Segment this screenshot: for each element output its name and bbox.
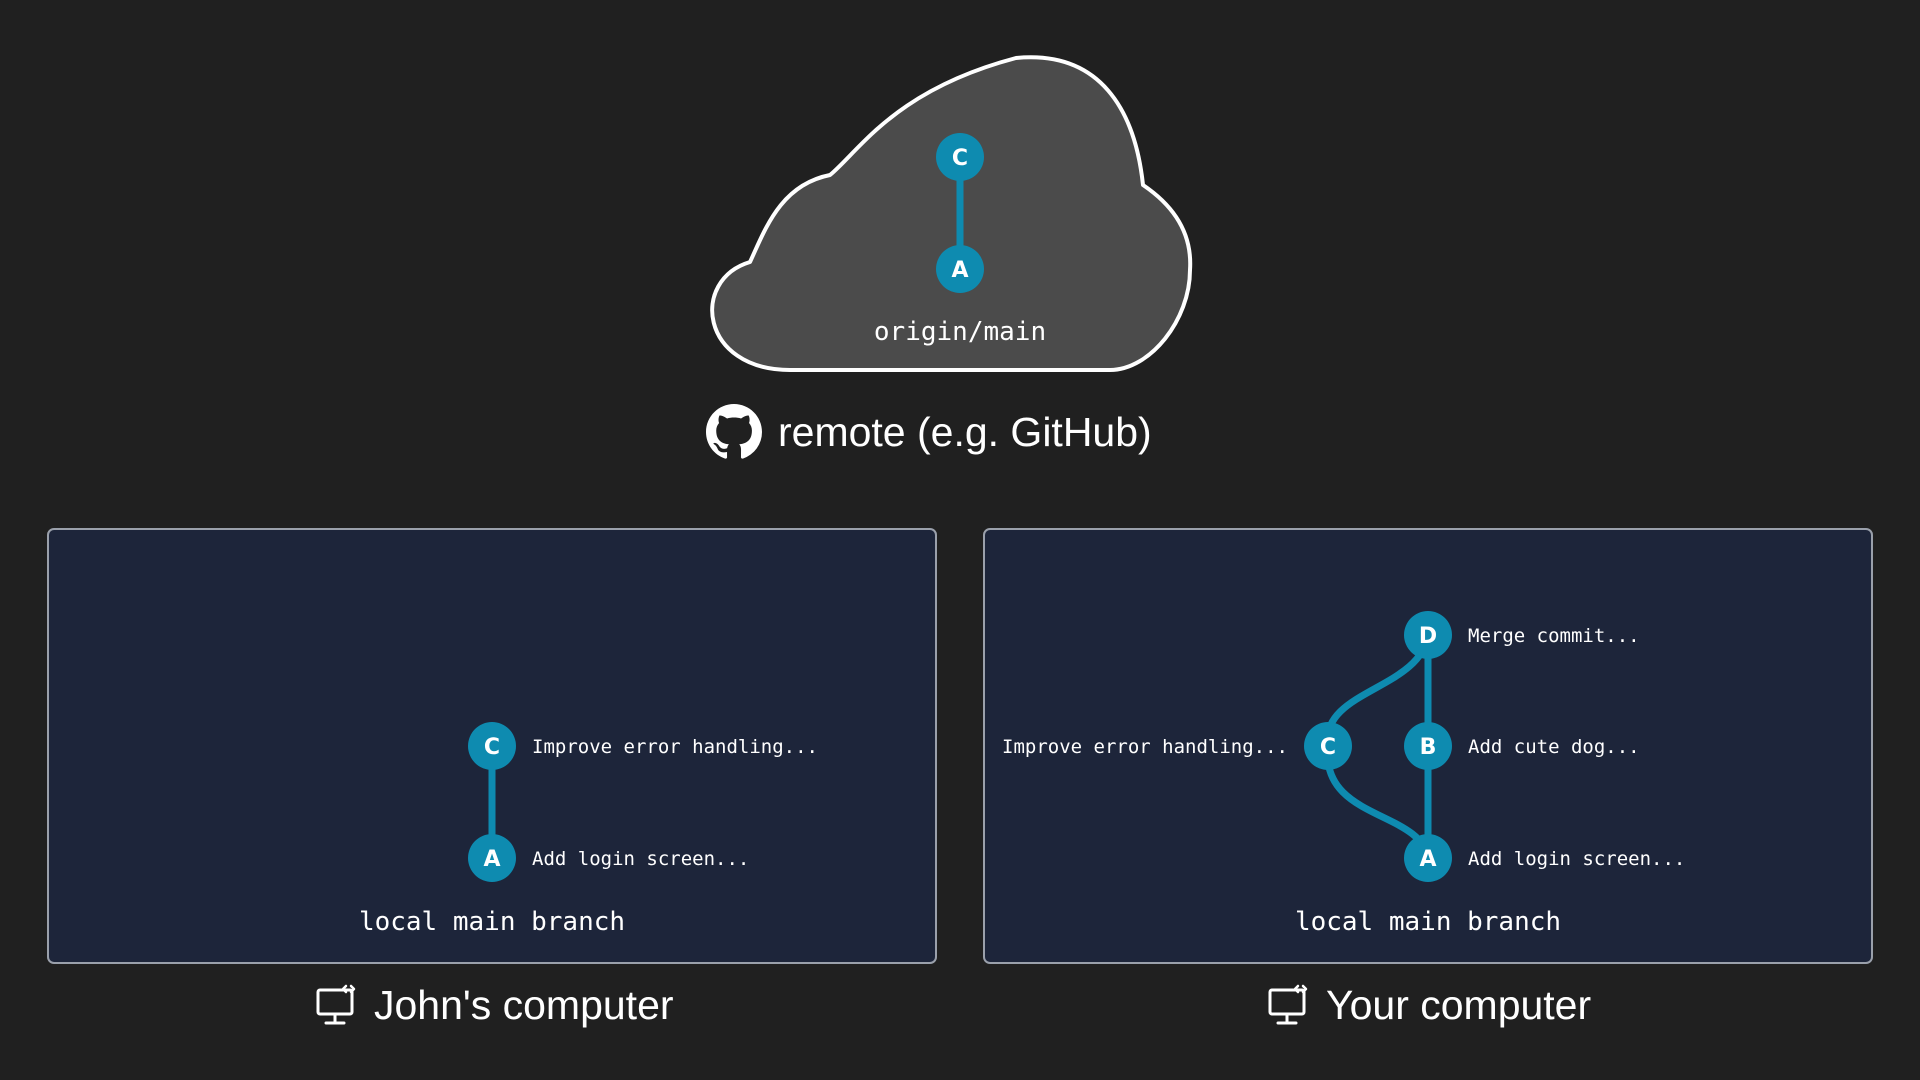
svg-text:C: C — [952, 146, 968, 171]
svg-text:B: B — [1420, 735, 1437, 760]
remote-commit-c: C — [936, 133, 984, 181]
your-commit-d-message: Merge commit... — [1468, 625, 1640, 647]
svg-text:C: C — [484, 735, 500, 760]
your-commit-a-message: Add login screen... — [1468, 848, 1685, 870]
john-panel: C Improve error handling... A Add login … — [47, 528, 937, 964]
computer-icon — [1268, 984, 1308, 1024]
john-caption-text: John's computer — [374, 982, 674, 1028]
john-commit-c: C — [468, 722, 516, 770]
cloud-shape — [710, 55, 1193, 372]
john-commit-c-message: Improve error handling... — [532, 736, 818, 758]
your-commit-c: C — [1304, 722, 1352, 770]
your-commit-c-message: Improve error handling... — [1002, 736, 1288, 758]
your-panel: D Merge commit... C Improve error handli… — [983, 528, 1873, 964]
svg-text:C: C — [1320, 735, 1336, 760]
svg-text:A: A — [951, 258, 968, 283]
john-branch-label: local main branch — [359, 907, 625, 937]
your-caption-text: Your computer — [1326, 982, 1592, 1028]
github-icon — [706, 404, 762, 459]
your-caption: Your computer — [1268, 982, 1591, 1029]
your-commit-d: D — [1404, 611, 1452, 659]
your-commit-b-message: Add cute dog... — [1468, 736, 1640, 758]
remote-branch-label: origin/main — [874, 317, 1046, 347]
john-commit-a: A — [468, 834, 516, 882]
your-commit-a: A — [1404, 834, 1452, 882]
svg-text:A: A — [483, 847, 500, 872]
remote-cloud: C A origin/main — [710, 55, 1193, 372]
john-commit-a-message: Add login screen... — [532, 848, 749, 870]
computer-icon — [316, 984, 356, 1024]
remote-caption-text: remote (e.g. GitHub) — [778, 408, 1152, 455]
remote-caption: remote (e.g. GitHub) — [706, 404, 1152, 460]
your-branch-label: local main branch — [1295, 907, 1561, 937]
svg-text:A: A — [1419, 847, 1436, 872]
remote-commit-a: A — [936, 245, 984, 293]
your-commit-b: B — [1404, 722, 1452, 770]
svg-text:D: D — [1419, 624, 1437, 649]
john-caption: John's computer — [316, 982, 674, 1029]
